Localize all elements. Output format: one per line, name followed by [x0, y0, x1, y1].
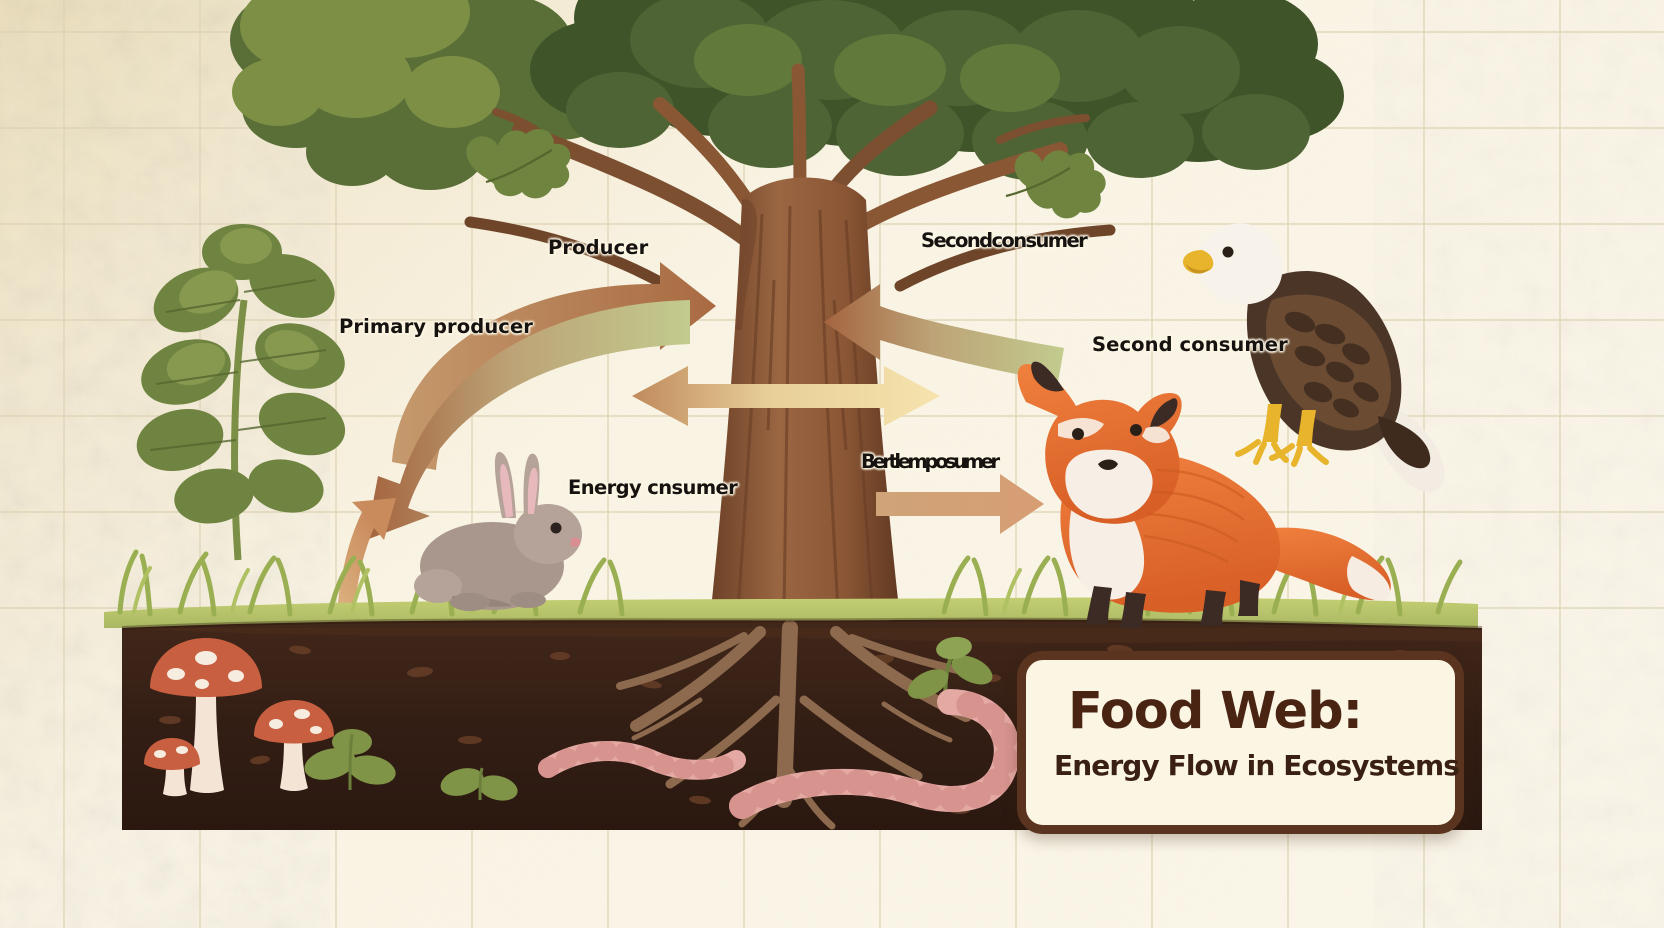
arrow-fox-to-tree — [824, 284, 1064, 382]
rabbit — [414, 451, 582, 611]
soil-sprout-right — [907, 636, 993, 713]
fox — [1017, 361, 1391, 628]
label-second-consumer-top: Secondconsumer — [921, 229, 1088, 252]
oak-leaf-left — [466, 129, 571, 199]
arrow-tree-to-rabbit — [366, 300, 690, 540]
earthworm-long — [729, 689, 1020, 819]
oak-leaf-right — [1005, 150, 1106, 219]
arrow-bidirectional-center — [632, 366, 940, 426]
eagle — [1182, 223, 1445, 492]
title-heading: Food Web: — [1068, 682, 1363, 741]
label-producer: Producer — [548, 236, 649, 259]
earthworm-short — [538, 741, 746, 780]
label-tertiary-consumer: Bertlemposumer — [861, 450, 1000, 473]
label-primary-producer: Primary producer — [339, 315, 534, 338]
mushrooms-decomposer — [144, 636, 993, 801]
earthworms-decomposer — [538, 689, 1020, 819]
arrow-tree-to-fox — [876, 474, 1044, 534]
title-card: Food Web: Energy Flow in Ecosystems — [1017, 651, 1464, 834]
shrub-plant — [136, 224, 346, 561]
title-subheading: Energy Flow in Ecosystems — [1054, 749, 1460, 782]
label-energy-consumer: Energy cnsumer — [568, 476, 738, 499]
soil-sprouts — [304, 729, 518, 801]
oak-tree-canopy — [230, 0, 1344, 190]
label-second-consumer-right: Second consumer — [1092, 333, 1288, 356]
